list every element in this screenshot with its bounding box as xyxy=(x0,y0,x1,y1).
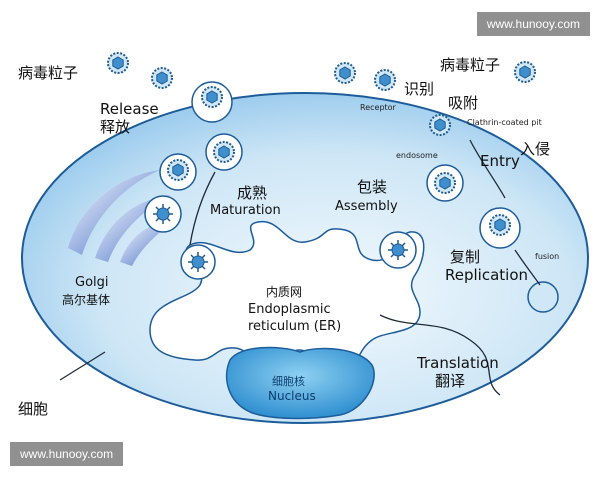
virus-spiky-icon-er xyxy=(187,251,209,273)
label-cell-cn: 细胞 xyxy=(18,400,48,418)
arrow-maturation xyxy=(189,171,216,246)
arrow-fusion xyxy=(514,249,541,286)
watermark-top: www.hunooy.com xyxy=(476,12,590,36)
label-nucleus-en: Nucleus xyxy=(268,389,316,403)
label-replication-en: Replication xyxy=(445,266,528,284)
virus-icon-release xyxy=(201,86,223,108)
label-assembly-cn: 包装 xyxy=(357,178,387,196)
label-replication-cn: 复制 xyxy=(450,248,480,266)
virus-icon-maturation xyxy=(213,141,235,163)
label-translation-cn: 翻译 xyxy=(435,372,465,390)
label-er-en2: reticulum (ER) xyxy=(248,319,341,334)
label-virus-left: 病毒粒子 xyxy=(18,64,78,82)
virus-spiky-icon-golgi xyxy=(152,203,174,225)
virus-icon-receptor-1 xyxy=(334,62,356,84)
virus-icon-golgi xyxy=(167,159,189,181)
virus-icon-outside-1 xyxy=(107,52,129,74)
virus-spiky-icon-assembly xyxy=(387,239,409,261)
virus-icon-clathrin xyxy=(429,114,451,136)
virus-icon-outside-2 xyxy=(151,67,173,89)
nucleus-shape xyxy=(225,346,375,420)
label-virus-right: 病毒粒子 xyxy=(440,56,500,74)
label-endosome: endosome xyxy=(396,151,438,160)
label-adsorb-cn: 吸附 xyxy=(448,94,478,112)
vesicle-replication xyxy=(527,281,559,313)
virus-icon-outside-right xyxy=(514,61,536,83)
golgi-shape xyxy=(68,170,175,266)
virus-icon-endosome xyxy=(434,172,456,194)
label-golgi-cn: 高尔基体 xyxy=(62,292,110,307)
label-translation-en: Translation xyxy=(416,354,499,372)
label-er-cn: 内质网 xyxy=(266,285,302,299)
label-er-en1: Endoplasmic xyxy=(248,302,331,317)
arrow-cell xyxy=(59,351,106,381)
arrow-entry xyxy=(469,139,506,199)
label-assembly-en: Assembly xyxy=(335,199,398,214)
label-nucleus-cn: 细胞核 xyxy=(272,374,305,388)
label-release-cn: 释放 xyxy=(100,118,130,136)
label-maturation-en: Maturation xyxy=(210,203,281,218)
label-clathrin: Clathrin-coated pit xyxy=(467,118,542,127)
label-recognize-cn: 识别 xyxy=(404,80,434,98)
watermark-bottom: www.hunooy.com xyxy=(10,442,124,466)
label-maturation-cn: 成熟 xyxy=(237,184,267,202)
translation-strand xyxy=(379,314,501,396)
virus-icon-fusion xyxy=(489,214,511,236)
label-entry-en: Entry xyxy=(480,152,520,170)
label-golgi-en: Golgi xyxy=(75,275,109,290)
virus-icon-receptor-2 xyxy=(374,69,396,91)
label-fusion: fusion xyxy=(535,252,559,261)
label-entry-cn: 入侵 xyxy=(520,140,550,158)
label-receptor: Receptor xyxy=(360,103,397,112)
label-release-en: Release xyxy=(100,100,159,118)
